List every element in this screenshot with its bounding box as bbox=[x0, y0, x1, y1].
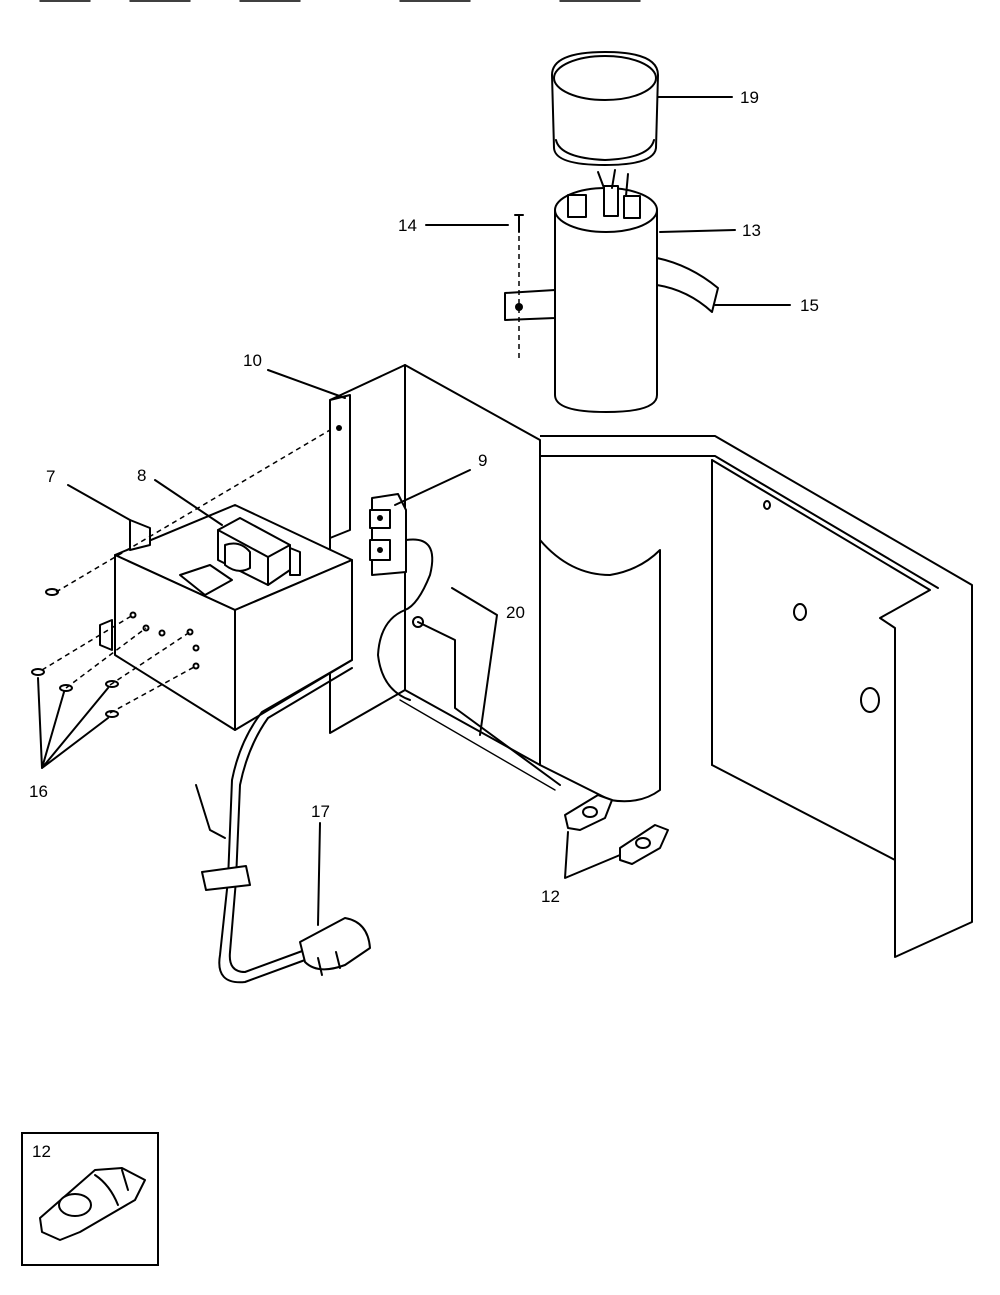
callout-10: 10 bbox=[243, 351, 262, 370]
divider-panel bbox=[329, 364, 661, 803]
leader-lines bbox=[67, 96, 791, 926]
power-cord-part-17 bbox=[195, 659, 371, 984]
strap-part-15 bbox=[656, 257, 719, 313]
callout-14: 14 bbox=[398, 216, 417, 235]
callout-20: 20 bbox=[506, 603, 525, 622]
switch-part-8 bbox=[179, 517, 301, 596]
wire-part-20 bbox=[377, 587, 561, 791]
mounting-bracket-part-10 bbox=[329, 394, 351, 539]
callout-8: 8 bbox=[137, 466, 146, 485]
callout-9: 9 bbox=[478, 451, 487, 470]
callout-7: 7 bbox=[46, 467, 55, 486]
screw-part-14 bbox=[514, 214, 524, 358]
capacitor-cap-part-19 bbox=[551, 51, 659, 166]
callout-19: 19 bbox=[740, 88, 759, 107]
clips-part-12 bbox=[564, 794, 669, 879]
callout-13: 13 bbox=[742, 221, 761, 240]
callout-labels: 19 14 13 15 10 9 7 8 20 16 17 12 bbox=[29, 88, 819, 906]
relay-part-9 bbox=[369, 493, 434, 611]
callout-12: 12 bbox=[541, 887, 560, 906]
inset-detail-12: 12 bbox=[21, 1132, 159, 1266]
callout-17: 17 bbox=[311, 802, 330, 821]
alignment-dashes bbox=[41, 429, 331, 714]
back-panel bbox=[539, 435, 973, 958]
screws-part-16 bbox=[31, 588, 119, 769]
callout-16: 16 bbox=[29, 782, 48, 801]
capacitor-part-13 bbox=[504, 169, 658, 413]
inset-label-12: 12 bbox=[32, 1142, 51, 1161]
callout-15: 15 bbox=[800, 296, 819, 315]
